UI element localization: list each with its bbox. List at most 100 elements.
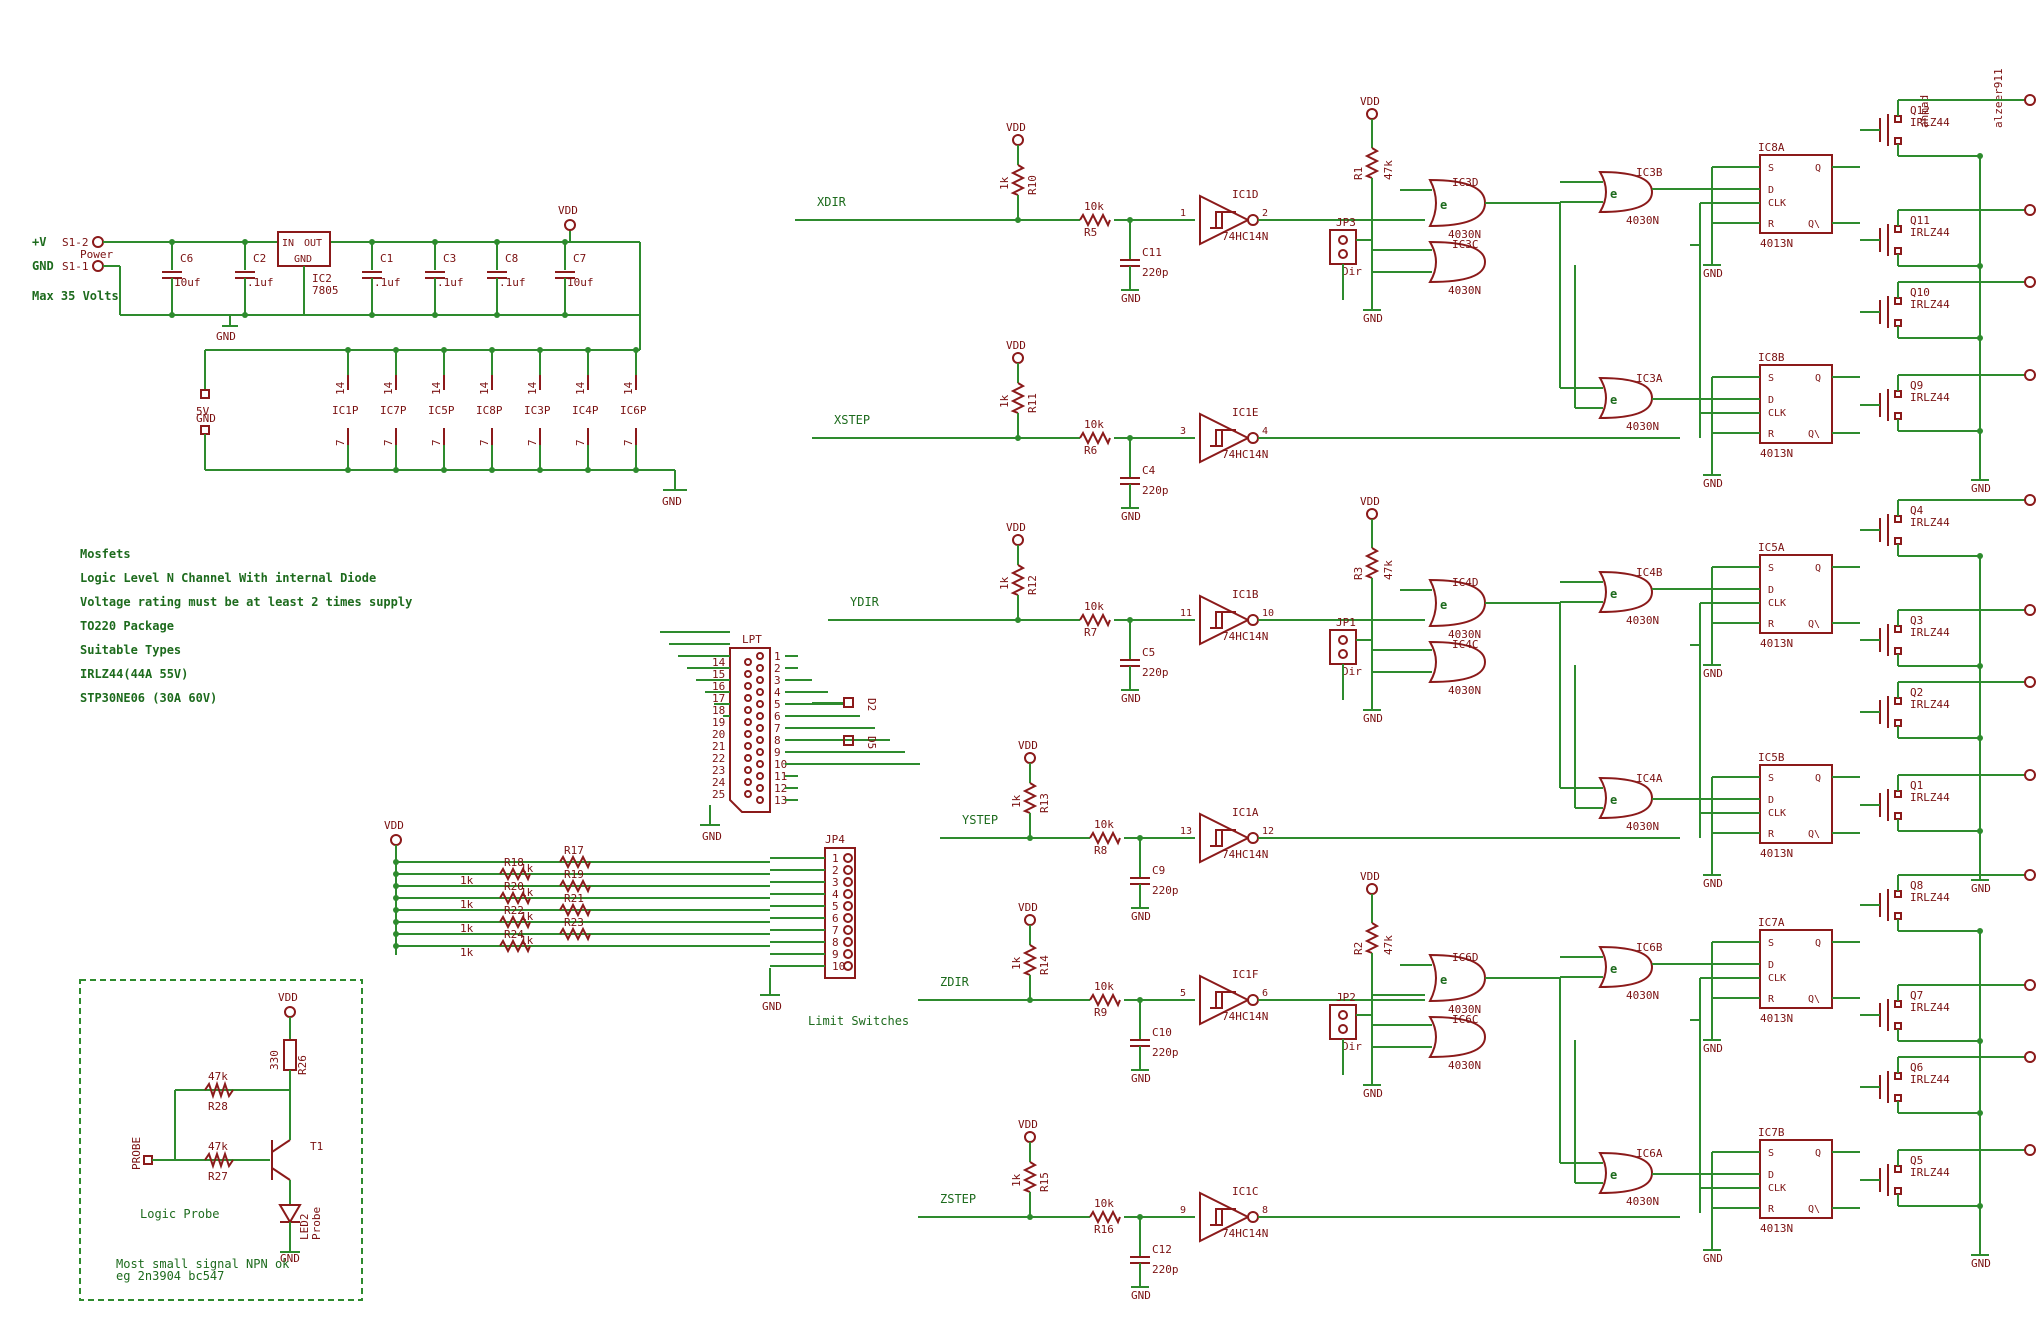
limit-resistor-value: 1k: [460, 946, 474, 959]
limit-pin-label: 10: [832, 960, 845, 973]
inverter-pin-in: 9: [1180, 1205, 1186, 1216]
mosfet-body: [1894, 890, 1902, 898]
junction-dot: [393, 859, 399, 865]
gnd-label: GND: [1121, 510, 1141, 523]
lpt-pin-left-label: 22: [712, 752, 725, 765]
limit-pin-label: 6: [832, 912, 839, 925]
flipflop-part: 4013N: [1760, 1012, 1793, 1025]
xor-symbol: e: [1610, 187, 1617, 201]
svg-text:R27: R27: [208, 1170, 228, 1183]
limit-resistor-name: R23: [564, 916, 584, 929]
gnd-label: GND: [1971, 1257, 1991, 1270]
inverter-pin-out: 12: [1262, 826, 1274, 837]
power-cap-value: 10uf: [174, 276, 201, 289]
power-supply-section: +V GND S1-2 S1-1 Power Max 35 Volts VDD …: [32, 204, 687, 508]
xor-part: 4030N: [1626, 820, 1659, 833]
xor-name: IC3C: [1452, 238, 1479, 251]
svg-text:Probe: Probe: [310, 1207, 323, 1240]
inverter-pin-in: 5: [1180, 988, 1186, 999]
xor-symbol: e: [1440, 598, 1447, 612]
ic-power-gnd-pin: 7: [574, 439, 587, 446]
ff-pin-clk: CLK: [1768, 598, 1786, 609]
xor-part: 4030N: [1626, 420, 1659, 433]
power-cap-value: .1uf: [437, 276, 464, 289]
flipflop-name: IC8B: [1758, 351, 1785, 364]
limit-resistor-value: 1k: [460, 874, 474, 887]
ic-power-name-ic5p: IC5P: [428, 404, 455, 417]
d2-pad: [843, 697, 854, 708]
xor-symbol: e: [1440, 198, 1447, 212]
lpt-pin-right: [756, 688, 764, 696]
lpt-pin-right: [756, 700, 764, 708]
mosfet-body: [1894, 515, 1902, 523]
junction-dot: [169, 312, 175, 318]
ff-pin-clk: CLK: [1768, 1183, 1786, 1194]
junction-dot: [537, 467, 543, 473]
xor-gate-ic4c: [1428, 640, 1487, 684]
inverter-part: 74HC14N: [1222, 230, 1268, 243]
series-name: R5: [1084, 226, 1097, 239]
lpt-pin-left: [744, 658, 752, 666]
signal-label-ystep: YSTEP: [962, 813, 998, 827]
pullup-name: R13: [1038, 793, 1051, 813]
limit-pin-label: 4: [832, 888, 839, 901]
lpt-pins: 1415161718192021222324251234567891011121…: [660, 631, 920, 807]
mosfet-body: [1894, 1187, 1902, 1195]
lpt-pin-left: [744, 682, 752, 690]
vdd-label: VDD: [1360, 95, 1380, 108]
gnd-label: GND: [1363, 312, 1383, 325]
xor-symbol: e: [1610, 793, 1617, 807]
limit-pin: [843, 901, 853, 911]
mosfet-body: [1894, 297, 1902, 305]
pullup-value: 47k: [1382, 160, 1395, 180]
regulator-name: IC2: [312, 272, 332, 285]
gnd-label: GND: [1121, 292, 1141, 305]
mosfet-name: Q12: [1910, 104, 1930, 117]
filter-cap-name: C4: [1142, 464, 1156, 477]
ff-pin-d: D: [1768, 585, 1774, 596]
junction-dot: [585, 467, 591, 473]
vdd-terminal-power: [564, 219, 576, 231]
ff-pin-qn: Q\: [1808, 994, 1820, 1005]
junction-dot: [633, 347, 639, 353]
lpt-pin-right-label: 7: [774, 722, 781, 735]
vdd-label: VDD: [1018, 1118, 1038, 1131]
mosfet-part: IRLZ44: [1910, 516, 1950, 529]
filter-cap-name: C5: [1142, 646, 1155, 659]
pullup-value: 1k: [1010, 794, 1023, 808]
series-r9: [1089, 992, 1121, 1008]
vdd-label: VDD: [1360, 870, 1380, 883]
signal-label-zstep: ZSTEP: [940, 1192, 976, 1206]
xor-part: 4030N: [1626, 214, 1659, 227]
flipflop-ic5b: [1759, 764, 1833, 844]
lpt-pin-left: [744, 790, 752, 798]
mosfet-part: IRLZ44: [1910, 298, 1950, 311]
signal-label-ydir: YDIR: [850, 595, 880, 609]
logic-probe-section: VDD 330 R26 47k R28 PROBE 47k R27 T1 LED…: [79, 979, 363, 1301]
inverter-part: 74HC14N: [1222, 630, 1268, 643]
ff-pin-d: D: [1768, 960, 1774, 971]
inverter-name: IC1D: [1232, 188, 1259, 201]
limit-pin-label: 9: [832, 948, 839, 961]
lpt-connector: [729, 647, 771, 813]
lpt-pin-right: [756, 724, 764, 732]
xor-name: IC3D: [1452, 176, 1479, 189]
output-terminal: [2024, 869, 2036, 881]
mosfet-part: IRLZ44: [1910, 698, 1950, 711]
filter-cap-value: 220p: [1142, 484, 1169, 497]
ic-power-name-ic3p: IC3P: [524, 404, 551, 417]
junction-dot: [242, 239, 248, 245]
mosfet-body: [1894, 719, 1902, 727]
lpt-pin-left-label: 21: [712, 740, 725, 753]
junction-dot: [169, 239, 175, 245]
jp4-label: JP4: [825, 833, 845, 846]
schmitt-icon: [1210, 611, 1236, 629]
series-name: R16: [1094, 1223, 1114, 1236]
ff-pin-r: R: [1768, 1204, 1775, 1215]
inverter-name: IC1C: [1232, 1185, 1259, 1198]
mosfet-part: IRLZ44: [1910, 226, 1950, 239]
inverter-pin-in: 3: [1180, 426, 1186, 437]
